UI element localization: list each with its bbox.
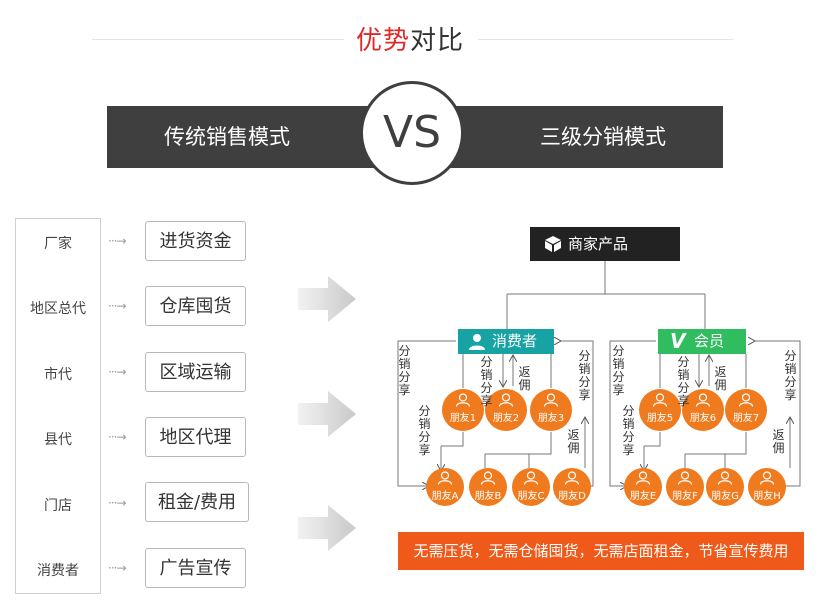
friend-node: 朋友F [666,468,704,506]
friend-node: 朋友H [748,468,786,506]
merchant-product-label: 商家产品 [568,235,629,253]
role-label: 厂家 [44,236,72,252]
vs-badge: VS [360,81,464,185]
cost-item-box: 区域运输 [145,352,246,392]
friend-label: 朋友E [629,491,657,502]
friend-label: 朋友7 [732,413,760,424]
role-label: 市代 [44,367,72,383]
member-label: 会员 [694,332,725,350]
person-icon [717,471,733,485]
friend-node: 朋友3 [530,389,572,431]
title-rule-left [92,39,344,40]
benefits-banner: 无需压货，无需仓储囤货，无需店面租金，节省宣传费用 [398,532,804,570]
person-icon [738,393,754,407]
friend-label: 朋友F [672,491,698,502]
friend-node: 朋友7 [725,389,767,431]
person-icon [635,471,651,485]
person-icon [523,471,539,485]
person-icon [652,393,668,407]
person-icon [543,393,559,407]
friend-node: 朋友B [469,468,507,506]
friend-label: 朋友H [753,491,781,502]
title-rest: 对比 [410,26,465,56]
person-icon [498,393,514,407]
friend-node: 朋友G [706,468,744,506]
friend-node: 朋友C [512,468,550,506]
big-arrow-icon [298,391,356,437]
cost-item-box: 租金/费用 [145,482,249,522]
role-label: 消费者 [37,563,79,579]
page-title: 优势对比 [0,20,820,57]
rebate-label: 返佣 [772,428,785,455]
role-label: 县代 [44,432,72,448]
friend-label: 朋友1 [449,413,477,424]
role-label: 门店 [44,498,72,514]
rebate-label: 返佣 [518,365,531,392]
title-rule-right [478,39,733,40]
friend-label: 朋友C [517,491,545,502]
share-label: 分销分享 [677,355,690,408]
friend-node: 朋友E [624,468,662,506]
share-label: 分销分享 [784,349,797,402]
friend-label: 朋友2 [492,413,520,424]
friend-label: 朋友B [474,491,502,502]
dotted-arrow-icon: ···→ [108,561,126,575]
distribution-model-label: 三级分销模式 [540,125,666,149]
role-label: 地区总代 [30,301,86,317]
dotted-arrow-icon: ···→ [108,299,126,313]
person-icon [759,471,775,485]
person-icon [677,471,693,485]
merchant-product-node: 商家产品 [530,227,680,261]
share-label: 分销分享 [398,344,411,397]
dotted-arrow-icon: ···→ [108,496,126,510]
big-arrow-icon [298,505,356,551]
consumer-node: 消费者 [458,329,554,354]
rebate-label: 返佣 [714,365,727,392]
friend-label: 朋友6 [689,413,717,424]
friend-node: 朋友D [553,468,591,506]
vip-v-icon: V [670,329,686,353]
traditional-chain-box [15,218,101,594]
cost-item-box: 广告宣传 [145,548,246,588]
cost-item-box: 地区代理 [145,417,246,457]
cost-item-box: 进货资金 [145,221,246,261]
title-highlight: 优势 [355,26,410,56]
product-box-icon [545,236,561,252]
consumer-label: 消费者 [492,332,538,350]
person-icon [437,471,453,485]
share-label: 分销分享 [612,344,625,397]
friend-label: 朋友D [558,491,586,502]
friend-label: 朋友G [711,491,739,502]
share-label: 分销分享 [578,349,591,402]
friend-node: 朋友6 [682,389,724,431]
friend-node: 朋友2 [485,389,527,431]
person-icon [455,393,471,407]
user-icon [469,334,485,350]
member-node: V 会员 [658,329,746,354]
share-label: 分销分享 [480,355,493,408]
dotted-arrow-icon: ···→ [108,365,126,379]
friend-label: 朋友5 [646,413,674,424]
friend-label: 朋友A [431,491,459,502]
friend-label: 朋友3 [537,413,565,424]
share-label: 分销分享 [622,404,635,457]
person-icon [695,393,711,407]
person-icon [564,471,580,485]
person-icon [480,471,496,485]
dotted-arrow-icon: ···→ [108,430,126,444]
dotted-arrow-icon: ···→ [108,234,126,248]
big-arrow-icon [298,276,356,322]
share-label: 分销分享 [418,404,431,457]
rebate-label: 返佣 [567,428,580,455]
cost-item-box: 仓库囤货 [145,286,246,326]
friend-node: 朋友A [426,468,464,506]
friend-node: 朋友1 [442,389,484,431]
traditional-model-label: 传统销售模式 [164,125,290,149]
friend-node: 朋友5 [639,389,681,431]
